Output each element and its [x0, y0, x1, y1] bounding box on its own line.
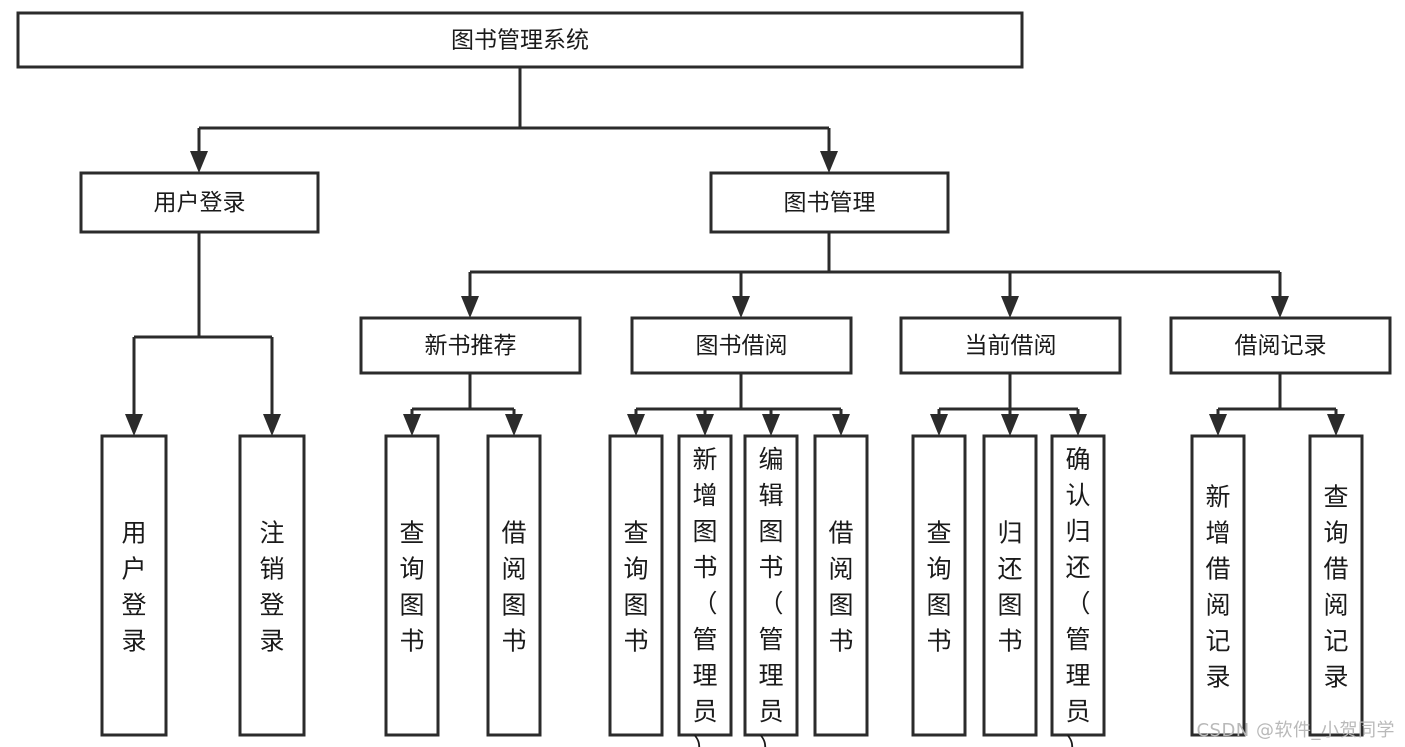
node-book-manage[interactable]: 图书管理	[709, 171, 950, 234]
connector-new-book-recommend	[403, 373, 523, 436]
node-label: 图书借阅	[696, 333, 788, 359]
node-label: 注销登录	[259, 519, 284, 656]
connector-current-borrow	[930, 373, 1087, 436]
connector-user-login	[125, 232, 281, 436]
node-label: 图书管理系统	[451, 28, 589, 54]
connector-book-borrow	[627, 373, 850, 436]
connector-layer	[125, 67, 1345, 436]
node-label: 查询借阅记录	[1323, 483, 1348, 692]
node-leaf-confirm-return[interactable]: 确认归还（管理员）	[1050, 434, 1106, 747]
node-label: 新书推荐	[425, 333, 517, 359]
node-label: 用户登录	[154, 190, 246, 216]
node-borrow-record[interactable]: 借阅记录	[1169, 316, 1392, 375]
node-layer: 图书管理系统用户登录图书管理新书推荐图书借阅当前借阅借阅记录用户登录注销登录查询…	[16, 11, 1392, 747]
node-new-book-recommend[interactable]: 新书推荐	[359, 316, 582, 375]
node-current-borrow[interactable]: 当前借阅	[899, 316, 1122, 375]
connector-root	[190, 67, 838, 173]
node-label: 借阅图书	[501, 519, 526, 656]
node-leaf-return-book[interactable]: 归还图书	[982, 434, 1038, 737]
node-label: 新增借阅记录	[1205, 483, 1230, 692]
node-leaf-edit-book[interactable]: 编辑图书（管理员）	[743, 434, 799, 747]
csdn-watermark: CSDN @软件_小贺同学	[1196, 720, 1395, 741]
node-leaf-add-record[interactable]: 新增借阅记录	[1190, 434, 1246, 737]
node-label: 图书管理	[784, 190, 876, 216]
node-root[interactable]: 图书管理系统	[16, 11, 1024, 69]
node-leaf-borrow-book-1[interactable]: 借阅图书	[486, 434, 542, 737]
node-leaf-add-book[interactable]: 新增图书（管理员）	[677, 434, 733, 747]
connector-borrow-record	[1209, 373, 1345, 436]
node-label: 用户登录	[121, 519, 146, 656]
node-book-borrow[interactable]: 图书借阅	[630, 316, 853, 375]
node-label: 查询图书	[623, 519, 648, 656]
node-leaf-logout[interactable]: 注销登录	[238, 434, 306, 737]
node-leaf-user-login[interactable]: 用户登录	[100, 434, 168, 737]
node-label: 当前借阅	[965, 333, 1057, 359]
node-label: 新增图书（管理员）	[692, 445, 717, 747]
node-leaf-query-record[interactable]: 查询借阅记录	[1308, 434, 1364, 737]
node-label: 归还图书	[997, 519, 1022, 656]
node-label: 查询图书	[399, 519, 424, 656]
node-leaf-query-book-2[interactable]: 查询图书	[608, 434, 664, 737]
node-label: 借阅图书	[828, 519, 853, 656]
node-label: 编辑图书（管理员）	[758, 445, 783, 747]
connector-book-manage	[461, 232, 1289, 318]
node-label: 查询图书	[926, 519, 951, 656]
node-leaf-query-book-1[interactable]: 查询图书	[384, 434, 440, 737]
node-label: 确认归还（管理员）	[1065, 445, 1090, 747]
node-label: 借阅记录	[1235, 333, 1327, 359]
node-user-login[interactable]: 用户登录	[79, 171, 320, 234]
node-leaf-query-book-3[interactable]: 查询图书	[911, 434, 967, 737]
node-leaf-borrow-book-2[interactable]: 借阅图书	[813, 434, 869, 737]
